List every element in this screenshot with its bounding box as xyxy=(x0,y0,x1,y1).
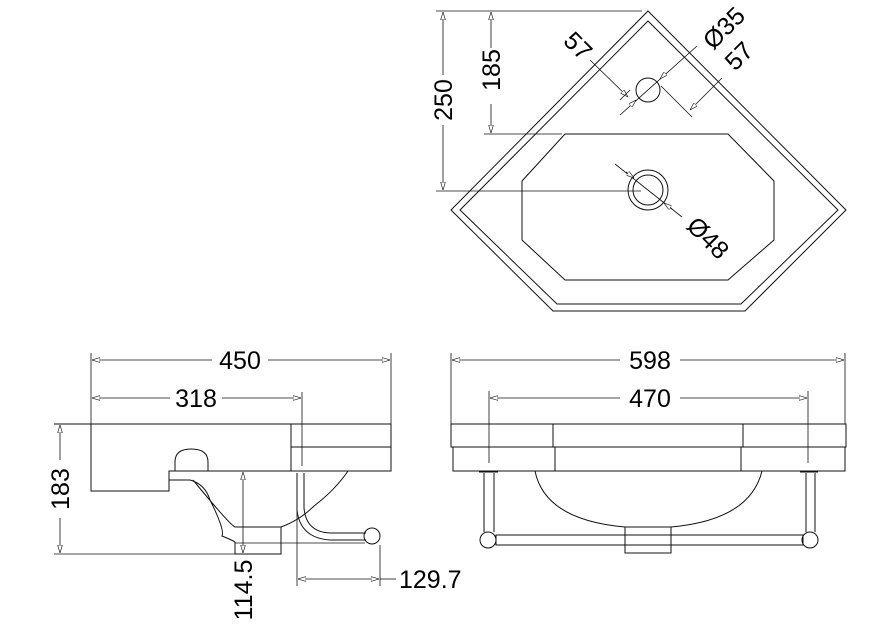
dim-tap-offset-left: 57 xyxy=(558,27,597,66)
top-view: 250 185 Ø35 57 57 Ø48 xyxy=(430,2,847,312)
front-body xyxy=(450,423,847,472)
side-body xyxy=(54,423,392,492)
front-view: 598 470 xyxy=(450,347,847,554)
towel-rail xyxy=(495,534,804,546)
rail-end-ball xyxy=(363,527,381,545)
dim-depth-total: 250 xyxy=(430,79,458,121)
basin-outline-outer xyxy=(450,10,847,312)
dim-waste-diameter: Ø48 xyxy=(681,212,734,265)
bowl-profile xyxy=(169,470,349,555)
dim-depth-to-bowl: 185 xyxy=(478,49,506,91)
rail-ball-right xyxy=(801,531,819,549)
waste-inner xyxy=(632,174,664,206)
dim-height: 183 xyxy=(47,468,75,510)
tap-hole xyxy=(635,77,661,103)
bowl-outline xyxy=(521,133,775,281)
side-view: 450 318 183 114.5 129.7 xyxy=(47,347,462,620)
dim-width-to-rail: 318 xyxy=(175,385,217,413)
rail-legs xyxy=(479,471,818,532)
front-bowl xyxy=(534,470,763,528)
dim-front-overall-width: 598 xyxy=(629,347,671,375)
rail-ball-left xyxy=(479,531,497,549)
dim-side-overall-width: 450 xyxy=(219,347,261,375)
overflow-dome xyxy=(174,448,209,471)
basin-outline-inner xyxy=(459,20,839,305)
rail-pipe xyxy=(295,470,366,541)
waste-outer xyxy=(627,169,669,211)
waste-outlet xyxy=(624,526,672,554)
dim-rail-projection: 129.7 xyxy=(399,566,462,594)
dim-bowl-depth: 114.5 xyxy=(230,560,258,621)
dim-rail-centres: 470 xyxy=(629,385,671,413)
